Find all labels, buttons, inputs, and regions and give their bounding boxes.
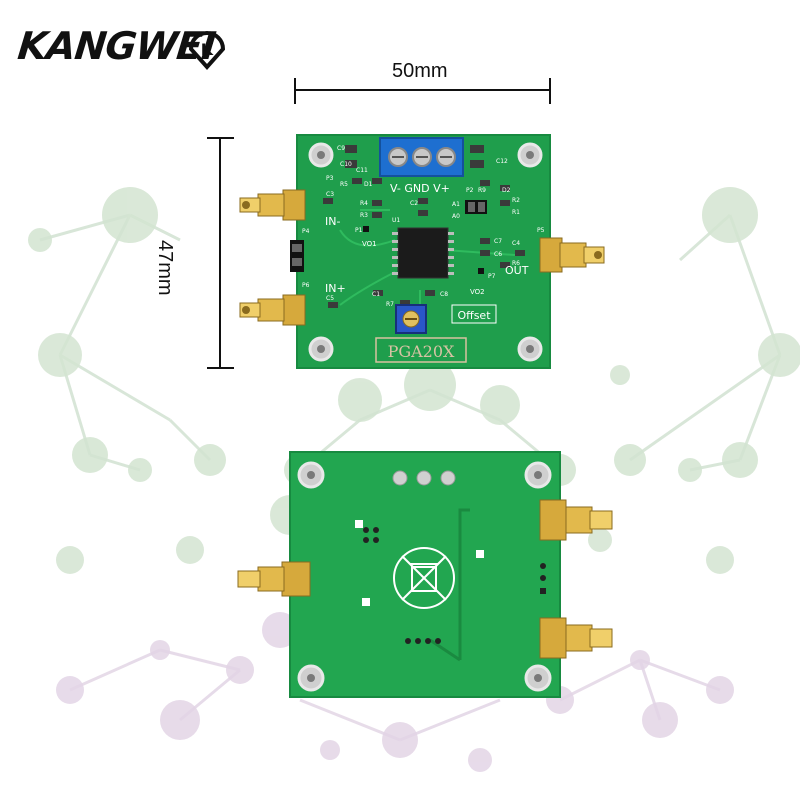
svg-text:U1: U1 bbox=[392, 217, 400, 224]
svg-text:D1: D1 bbox=[364, 181, 373, 188]
smd-components bbox=[323, 145, 525, 308]
svg-text:R7: R7 bbox=[386, 301, 394, 308]
svg-text:C10: C10 bbox=[340, 161, 352, 168]
svg-text:C7: C7 bbox=[494, 238, 502, 245]
front-model-label: PGA20X bbox=[388, 342, 455, 361]
svg-text:C3: C3 bbox=[326, 191, 334, 198]
svg-text:C1: C1 bbox=[372, 291, 380, 298]
vo1-label: VO1 bbox=[362, 240, 377, 248]
svg-text:R9: R9 bbox=[478, 187, 486, 194]
weee-crossed-bin-icon bbox=[393, 547, 455, 609]
svg-text:P5: P5 bbox=[537, 227, 545, 234]
offset-potentiometer bbox=[395, 304, 427, 334]
back-terminal-pads bbox=[392, 470, 456, 486]
front-sma-input-plus bbox=[239, 294, 306, 326]
offset-label: Offset bbox=[457, 309, 491, 322]
silkscreen-labels: C9 C10 C11 C12 R5 D1 P3 P2 R9 D2 C3 R4 R… bbox=[302, 145, 545, 308]
svg-text:P6: P6 bbox=[302, 282, 310, 289]
in-plus-label: IN+ bbox=[325, 282, 346, 295]
svg-text:R5: R5 bbox=[340, 181, 348, 188]
vo2-label: VO2 bbox=[470, 288, 485, 296]
svg-text:C5: C5 bbox=[326, 295, 334, 302]
svg-text:D2: D2 bbox=[502, 187, 511, 194]
power-terminal-block bbox=[379, 137, 464, 177]
svg-text:A0: A0 bbox=[452, 213, 460, 220]
width-dimension-label: 50mm bbox=[392, 60, 448, 82]
front-sma-input-minus bbox=[239, 189, 306, 221]
test-points bbox=[363, 226, 484, 274]
svg-text:R3: R3 bbox=[360, 212, 368, 219]
brand-logo-badge-icon: K bbox=[188, 31, 226, 71]
front-mounting-holes bbox=[308, 142, 543, 362]
svg-text:R2: R2 bbox=[512, 197, 520, 204]
brand-logo-badge-text: K bbox=[201, 40, 214, 59]
svg-text:A1: A1 bbox=[452, 201, 460, 208]
svg-text:P7: P7 bbox=[488, 273, 496, 280]
jumper-headers bbox=[290, 200, 487, 272]
back-sma-top-right bbox=[539, 499, 613, 541]
svg-text:C4: C4 bbox=[512, 240, 520, 247]
amplifier-ic-chip bbox=[392, 227, 454, 279]
svg-text:P3: P3 bbox=[326, 175, 334, 182]
svg-text:P4: P4 bbox=[302, 228, 310, 235]
svg-text:C11: C11 bbox=[356, 167, 368, 174]
out-label: OUT bbox=[505, 264, 529, 277]
svg-text:C2: C2 bbox=[410, 200, 418, 207]
svg-text:C8: C8 bbox=[440, 291, 448, 298]
in-minus-label: IN- bbox=[325, 215, 340, 228]
svg-text:R4: R4 bbox=[360, 200, 368, 207]
svg-text:C12: C12 bbox=[496, 158, 508, 165]
power-header-label: V- GND V+ bbox=[390, 182, 450, 195]
back-sma-left bbox=[237, 561, 311, 597]
back-sma-bottom-right bbox=[539, 617, 613, 659]
svg-text:P2: P2 bbox=[466, 187, 474, 194]
svg-text:C9: C9 bbox=[337, 145, 345, 152]
svg-text:P1: P1 bbox=[355, 227, 363, 234]
front-sma-output bbox=[539, 237, 605, 273]
svg-text:R1: R1 bbox=[512, 209, 520, 216]
svg-text:C6: C6 bbox=[494, 251, 502, 258]
svg-text:R6: R6 bbox=[512, 260, 520, 267]
